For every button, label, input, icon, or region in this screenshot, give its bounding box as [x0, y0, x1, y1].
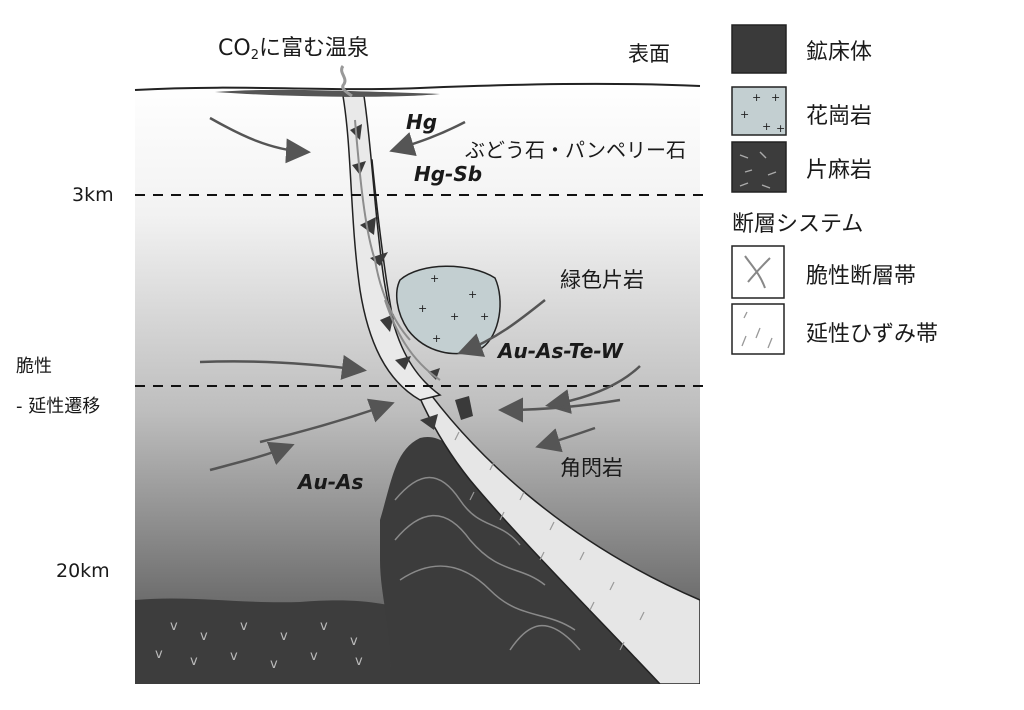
legend-orebody-swatch	[731, 24, 787, 74]
legend-fault-system-title: 断層システム	[732, 212, 864, 237]
zeolite-facies-label: ぶどう石・パンペリー石	[465, 138, 686, 162]
legend-ductile-label: 延性ひずみ帯	[806, 322, 939, 347]
svg-text:+: +	[450, 310, 459, 323]
spring-label: CO2に富む温泉	[218, 30, 369, 63]
svg-text:v: v	[355, 654, 363, 669]
svg-text:v: v	[200, 629, 208, 644]
svg-text:v: v	[270, 657, 278, 672]
svg-text:+: +	[468, 288, 477, 301]
legend-gneiss-label: 片麻岩	[806, 158, 873, 183]
fluid-arrows	[199, 116, 641, 472]
legend-granite-swatch	[731, 86, 787, 136]
ore-bodies	[350, 124, 473, 430]
svg-text:v: v	[190, 654, 198, 669]
svg-text:+: +	[752, 91, 761, 104]
svg-text:+: +	[740, 108, 749, 121]
spring-label-sub: 2	[250, 48, 259, 63]
metal-hgsb-label: Hg-Sb	[414, 162, 483, 186]
legend-gneiss-swatch	[731, 141, 787, 193]
legend-orebody-label: 鉱床体	[806, 40, 873, 65]
svg-text:v: v	[230, 649, 238, 664]
svg-text:+: +	[430, 272, 439, 285]
metal-hg-label: Hg	[406, 110, 438, 134]
svg-text:v: v	[155, 647, 163, 662]
svg-text:+: +	[762, 120, 771, 133]
svg-text:v: v	[310, 649, 318, 664]
greenschist-label: 緑色片岩	[560, 268, 644, 292]
svg-text:v: v	[320, 619, 328, 634]
surface-label: 表面	[628, 42, 670, 66]
svg-text:+: +	[480, 310, 489, 323]
legend-granite-label: 花崗岩	[806, 104, 873, 129]
spring-plume	[340, 65, 353, 98]
surface-sediment	[215, 89, 440, 97]
amphibolite-label: 角閃岩	[560, 456, 623, 480]
svg-text:+: +	[418, 302, 427, 315]
basal-rock	[135, 598, 410, 684]
spring-label-text: に富む温泉	[258, 36, 369, 61]
svg-text:v: v	[240, 619, 248, 634]
transition-label-2: - 延性遷移	[16, 396, 101, 417]
svg-text:v: v	[280, 629, 288, 644]
legend-brittle-swatch	[731, 245, 785, 299]
transition-label-1: 脆性	[16, 356, 52, 377]
brittle-conduit	[342, 95, 442, 401]
gneiss-body	[380, 436, 660, 684]
metal-auaste-label: Au-As-Te-W	[498, 339, 623, 363]
svg-text:v: v	[170, 619, 178, 634]
legend-brittle-label: 脆性断層帯	[806, 264, 917, 289]
spring-label-co: CO	[218, 36, 251, 61]
svg-text:+: +	[432, 332, 441, 345]
metal-auas-label: Au-As	[298, 470, 364, 494]
svg-text:+: +	[776, 122, 785, 135]
legend-ductile-swatch	[731, 303, 785, 355]
depth-20km-label: 20km	[56, 560, 110, 582]
ground-surface	[134, 82, 701, 91]
depth-3km-label: 3km	[72, 184, 114, 206]
svg-text:+: +	[771, 91, 780, 104]
svg-text:v: v	[350, 634, 358, 649]
